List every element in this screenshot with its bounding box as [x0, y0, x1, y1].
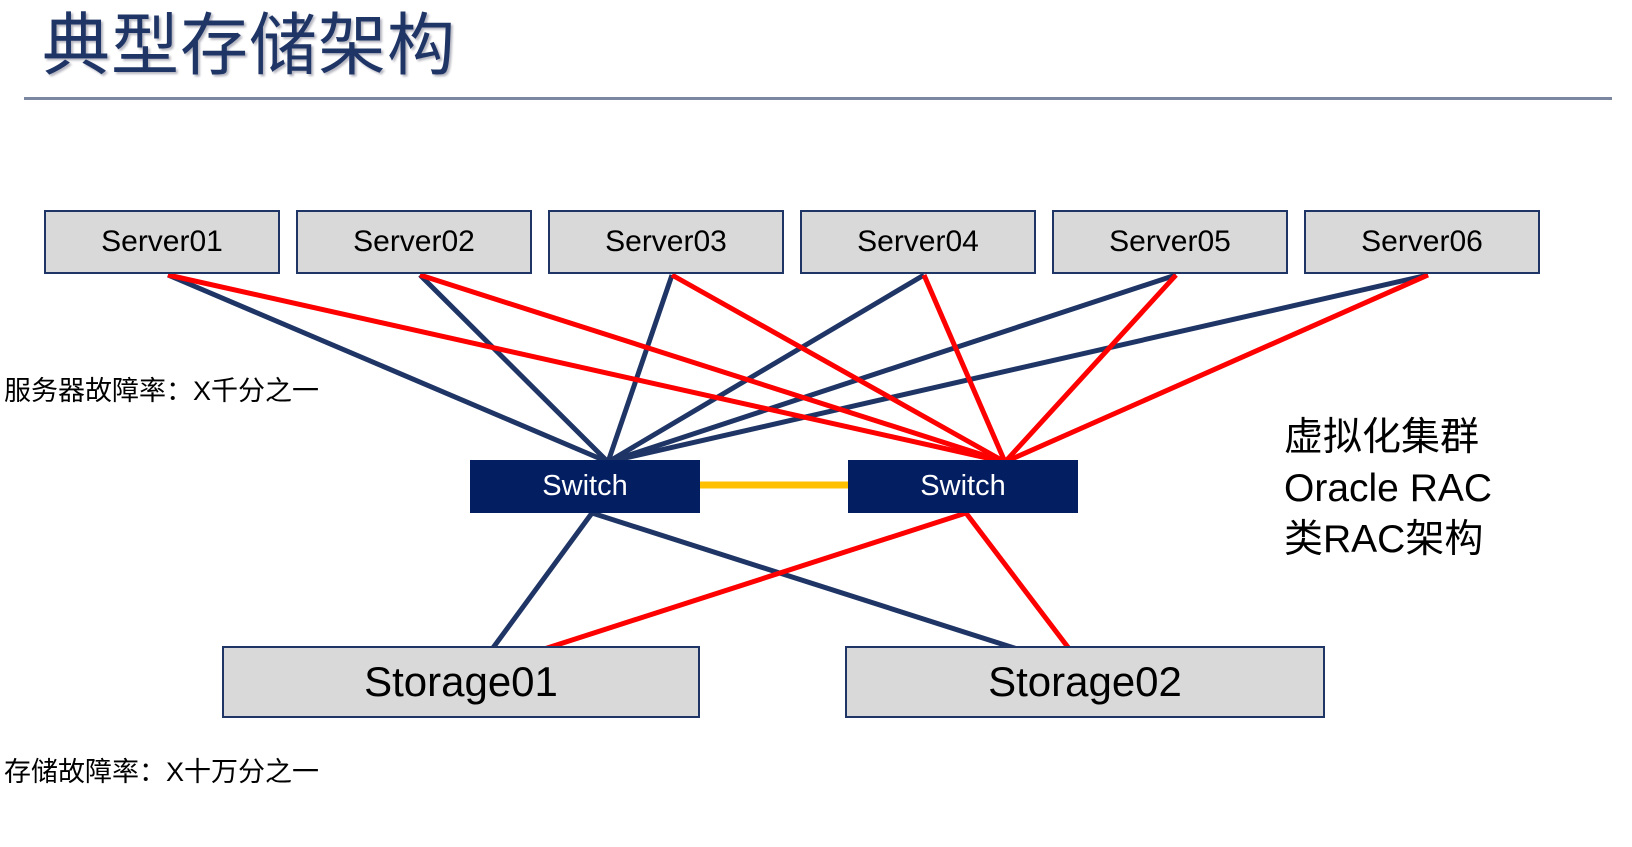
- storage-node-label: Storage02: [988, 658, 1182, 705]
- primary-link-7: [473, 511, 595, 673]
- primary-link-6: [607, 272, 1429, 465]
- cluster-type-note: 虚拟化集群 Oracle RAC 类RAC架构: [1284, 412, 1492, 565]
- switch-node-1[interactable]: Switch: [470, 460, 700, 513]
- cluster-note-line-3: 类RAC架构: [1284, 518, 1484, 561]
- server-node-label: Server03: [605, 225, 727, 258]
- switch-node-2[interactable]: Switch: [848, 460, 1078, 513]
- secondary-link-2: [419, 272, 1006, 465]
- server-failure-rate-label: 服务器故障率：X千分之一: [4, 376, 320, 406]
- storage-node-label: Storage01: [364, 658, 558, 705]
- primary-link-5: [607, 272, 1177, 465]
- server-node-label: Server04: [857, 225, 979, 258]
- secondary-link-5: [1003, 273, 1178, 464]
- cluster-note-line-2: Oracle RAC: [1284, 467, 1493, 510]
- title-divider: [24, 97, 1612, 100]
- server-node-3[interactable]: Server03: [548, 210, 784, 274]
- server-node-label: Server02: [353, 225, 475, 258]
- page-title: 典型存储架构: [42, 8, 457, 84]
- switch-node-label: Switch: [542, 470, 628, 502]
- server-node-4[interactable]: Server04: [800, 210, 1036, 274]
- primary-link-3: [605, 274, 675, 463]
- secondary-link-1: [167, 272, 1006, 465]
- secondary-link-8: [964, 511, 1088, 673]
- secondary-path-group: [167, 272, 1430, 674]
- storage-failure-rate-label: 存储故障率：X十万分之一: [4, 757, 320, 787]
- server-node-5[interactable]: Server05: [1052, 210, 1288, 274]
- primary-path-group: [167, 272, 1429, 674]
- primary-link-2: [418, 273, 610, 464]
- secondary-link-7: [475, 510, 967, 674]
- storage-node-1[interactable]: Storage01: [222, 646, 700, 718]
- server-node-label: Server05: [1109, 225, 1231, 258]
- secondary-link-3: [670, 272, 1007, 465]
- primary-link-1: [167, 272, 609, 465]
- server-node-label: Server01: [101, 225, 223, 258]
- cluster-note-line-1: 虚拟化集群: [1284, 416, 1480, 459]
- primary-link-4: [606, 272, 926, 465]
- server-node-2[interactable]: Server02: [296, 210, 532, 274]
- switch-node-label: Switch: [920, 470, 1006, 502]
- secondary-link-6: [1003, 272, 1430, 465]
- secondary-link-4: [921, 274, 1008, 463]
- server-node-6[interactable]: Server06: [1304, 210, 1540, 274]
- storage-node-2[interactable]: Storage02: [845, 646, 1325, 718]
- server-node-1[interactable]: Server01: [44, 210, 280, 274]
- server-node-label: Server06: [1361, 225, 1483, 258]
- primary-link-8: [591, 510, 1087, 674]
